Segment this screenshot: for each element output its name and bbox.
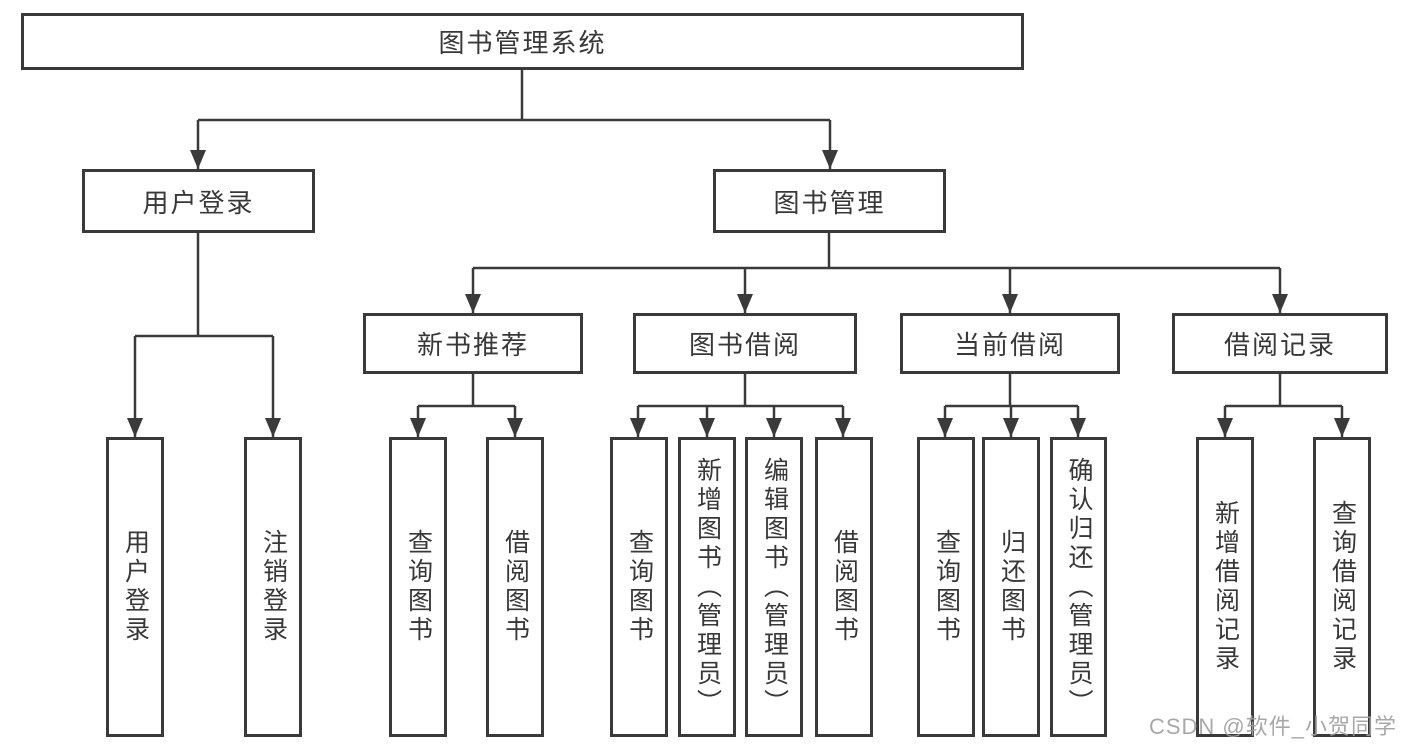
leaf-label: 查询图书 [404, 529, 433, 645]
node-user-login: 用户登录 [82, 169, 315, 233]
leaf-label: 编辑图书（管理员） [760, 456, 789, 718]
leaf-label: 用户登录 [121, 529, 150, 645]
leaf-label: 确认归还（管理员） [1065, 456, 1093, 718]
leaf-confirm-return-admin: 确认归还（管理员） [1050, 437, 1107, 737]
leaf-logout: 注销登录 [244, 437, 302, 737]
leaf-user-login: 用户登录 [106, 437, 164, 737]
node-book-borrowing: 图书借阅 [633, 313, 857, 374]
leaf-label: 借阅图书 [830, 529, 859, 645]
leaf-label: 注销登录 [259, 529, 288, 645]
node-new-book-recommendation: 新书推荐 [363, 313, 583, 374]
csdn-watermark: CSDN @软件_小贺同学 [1148, 714, 1397, 739]
node-book-management: 图书管理 [713, 169, 946, 233]
leaf-borrow-books: 借阅图书 [815, 437, 873, 737]
node-root-system: 图书管理系统 [21, 13, 1024, 70]
node-borrowing-records: 借阅记录 [1172, 313, 1388, 374]
leaf-label: 新增图书（管理员） [693, 456, 722, 718]
node-current-borrowing: 当前借阅 [900, 313, 1120, 374]
leaf-query-books: 查询图书 [389, 437, 447, 737]
leaf-query-books: 查询图书 [610, 437, 668, 737]
leaf-add-books-admin: 新增图书（管理员） [678, 437, 736, 737]
leaf-return-books: 归还图书 [982, 437, 1040, 737]
leaf-query-books: 查询图书 [917, 437, 975, 737]
leaf-label: 查询借阅记录 [1328, 500, 1357, 674]
leaf-label: 查询图书 [932, 529, 961, 645]
leaf-add-borrow-record: 新增借阅记录 [1196, 437, 1254, 737]
leaf-label: 新增借阅记录 [1211, 500, 1240, 674]
leaf-query-borrow-record: 查询借阅记录 [1313, 437, 1371, 737]
leaf-label: 归还图书 [997, 529, 1026, 645]
leaf-label: 借阅图书 [501, 529, 530, 645]
leaf-borrow-books: 借阅图书 [486, 437, 544, 737]
leaf-label: 查询图书 [625, 529, 654, 645]
leaf-edit-books-admin: 编辑图书（管理员） [745, 437, 803, 737]
